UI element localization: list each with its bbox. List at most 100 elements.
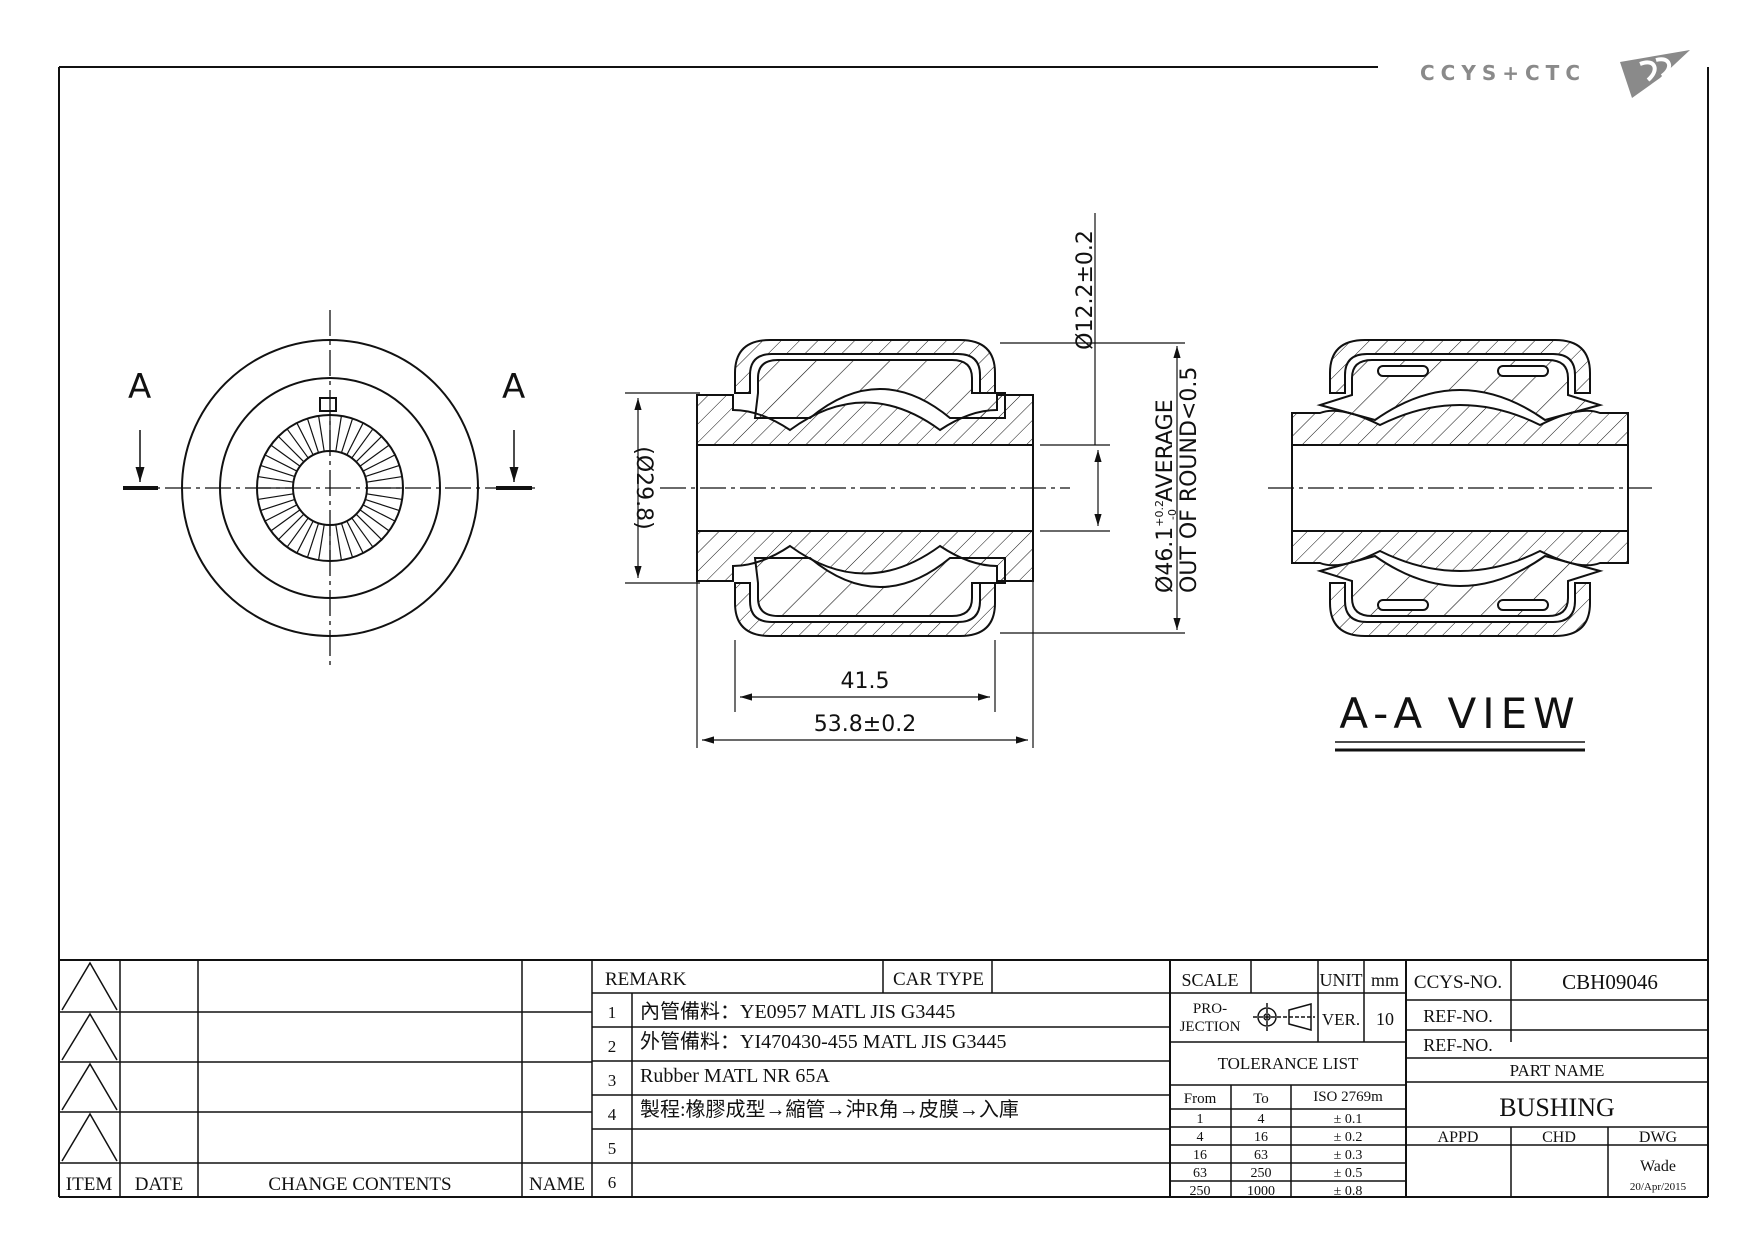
tolerance-cell: 250 <box>1190 1184 1211 1199</box>
section-view <box>660 339 1070 637</box>
tolerance-cell: 1000 <box>1247 1184 1275 1199</box>
header-name: NAME <box>529 1174 585 1195</box>
sheet-border <box>58 66 1709 1198</box>
chd-label: CHD <box>1542 1129 1576 1146</box>
spoke-line <box>257 493 294 501</box>
spoke-line <box>306 523 320 558</box>
spoke-line <box>264 454 298 472</box>
tolerance-cell: ± 0.8 <box>1334 1184 1363 1199</box>
spoke-line <box>286 428 309 459</box>
car-type-label: CAR TYPE <box>893 969 984 990</box>
scale-label: SCALE <box>1181 970 1238 990</box>
tolerance-cell: 16 <box>1193 1148 1207 1163</box>
tolerance-cell: ± 0.1 <box>1334 1112 1363 1127</box>
header-date: DATE <box>135 1174 184 1195</box>
remark-label: REMARK <box>605 969 687 990</box>
tolerance-cell: 4 <box>1258 1112 1265 1127</box>
remark-num: 5 <box>608 1139 617 1158</box>
header-item: ITEM <box>66 1174 113 1195</box>
part-name-label: PART NAME <box>1510 1061 1605 1080</box>
dim-inner-length: 53.8±0.2 <box>814 712 916 737</box>
spoke-line <box>366 493 403 501</box>
ver-label: VER. <box>1322 1010 1360 1029</box>
tolerance-cell: 63 <box>1254 1148 1268 1163</box>
spoke-line <box>335 415 343 452</box>
spoke-line <box>296 520 314 554</box>
spoke-line <box>317 415 325 452</box>
appd-label: APPD <box>1438 1129 1479 1146</box>
spoke-line <box>264 504 298 522</box>
tolerance-header-to: To <box>1253 1091 1269 1107</box>
tolerance-header-iso: ISO 2769m <box>1313 1089 1383 1105</box>
unit-value: mm <box>1371 970 1399 990</box>
remark-table: REMARK CAR TYPE 1 內管備料：YE0957 MATL JIS G… <box>605 969 1019 1192</box>
logo-text: CCYS+CTC <box>1420 61 1586 85</box>
remark-num: 4 <box>608 1105 617 1124</box>
tolerance-header-from: From <box>1184 1091 1217 1107</box>
dim-bore-dia: Ø12.2±0.2 <box>1073 230 1098 350</box>
unit-label: UNIT <box>1320 970 1363 990</box>
remark-text: 外管備料：YI470430-455 MATL JIS G3445 <box>640 1030 1006 1053</box>
tolerance-cell: 1 <box>1197 1112 1204 1127</box>
ccys-no-label: CCYS-NO. <box>1414 972 1502 993</box>
spoke-line <box>270 444 301 467</box>
tolerance-cell: 63 <box>1193 1166 1207 1181</box>
table-grid <box>59 959 1708 1197</box>
spoke-line <box>296 422 314 456</box>
spoke-line <box>362 504 396 522</box>
remark-num: 1 <box>608 1003 617 1022</box>
section-mark-left: A <box>128 367 151 407</box>
spoke-line <box>270 509 301 532</box>
spoke-line <box>346 422 364 456</box>
company-logo: CCYS+CTC <box>1420 50 1690 98</box>
tolerance-title: TOLERANCE LIST <box>1218 1054 1359 1073</box>
dim-out-of-round: OUT OF ROUND<0.5 <box>1177 367 1202 593</box>
spoke-line <box>257 475 294 483</box>
spoke-line <box>365 464 400 478</box>
front-view <box>125 310 535 665</box>
projection-symbol-icon <box>1253 1003 1315 1031</box>
ver-value: 10 <box>1376 1009 1394 1029</box>
ccys-no-value: CBH09046 <box>1562 970 1658 994</box>
spoke-line <box>359 444 390 467</box>
spoke-line <box>346 520 364 554</box>
remark-text: Rubber MATL NR 65A <box>640 1065 830 1087</box>
spoke-line <box>351 428 374 459</box>
aa-view <box>1268 339 1652 637</box>
remark-num: 2 <box>608 1037 617 1056</box>
spoke-line <box>260 464 295 478</box>
view-title: A-A VIEW <box>1339 689 1580 738</box>
projection-label: PRO- <box>1193 1001 1227 1017</box>
spoke-line <box>260 498 295 512</box>
spoke-line <box>359 509 390 532</box>
tolerance-cell: 250 <box>1251 1166 1272 1181</box>
revision-table: ITEM DATE CHANGE CONTENTS NAME <box>66 1174 585 1195</box>
dim-inner-dia: (Ø29.8) <box>631 446 656 529</box>
dwg-date: 20/Apr/2015 <box>1630 1181 1687 1193</box>
spoke-line <box>365 498 400 512</box>
tolerance-cell: ± 0.5 <box>1334 1166 1363 1181</box>
spoke-line <box>277 513 305 541</box>
spoke-line <box>286 517 309 548</box>
spoke-line <box>277 435 305 463</box>
ref-no-label: REF-NO. <box>1423 1006 1493 1026</box>
ref-no-label: REF-NO. <box>1423 1035 1493 1055</box>
spoke-line <box>340 523 354 558</box>
spoke-line <box>317 524 325 561</box>
remark-text: 製程:橡膠成型→縮管→沖R角→皮膜→入庫 <box>640 1098 1019 1121</box>
dwg-name: Wade <box>1640 1158 1676 1175</box>
remark-num: 6 <box>608 1173 617 1192</box>
tolerance-cell: ± 0.3 <box>1334 1148 1363 1163</box>
remark-num: 3 <box>608 1071 617 1090</box>
spoke-line <box>335 524 343 561</box>
dim-outer-length: 41.5 <box>841 669 890 694</box>
projection-label: JECTION <box>1180 1019 1241 1035</box>
section-mark-right: A <box>502 367 525 407</box>
spoke-line <box>351 517 374 548</box>
tolerance-cell: 4 <box>1197 1130 1204 1145</box>
title-block: CCYS-NO. CBH09046 REF-NO. REF-NO. PART N… <box>1414 970 1687 1193</box>
dwg-label: DWG <box>1639 1129 1678 1146</box>
spoke-line <box>355 435 383 463</box>
header-change-contents: CHANGE CONTENTS <box>268 1174 451 1195</box>
